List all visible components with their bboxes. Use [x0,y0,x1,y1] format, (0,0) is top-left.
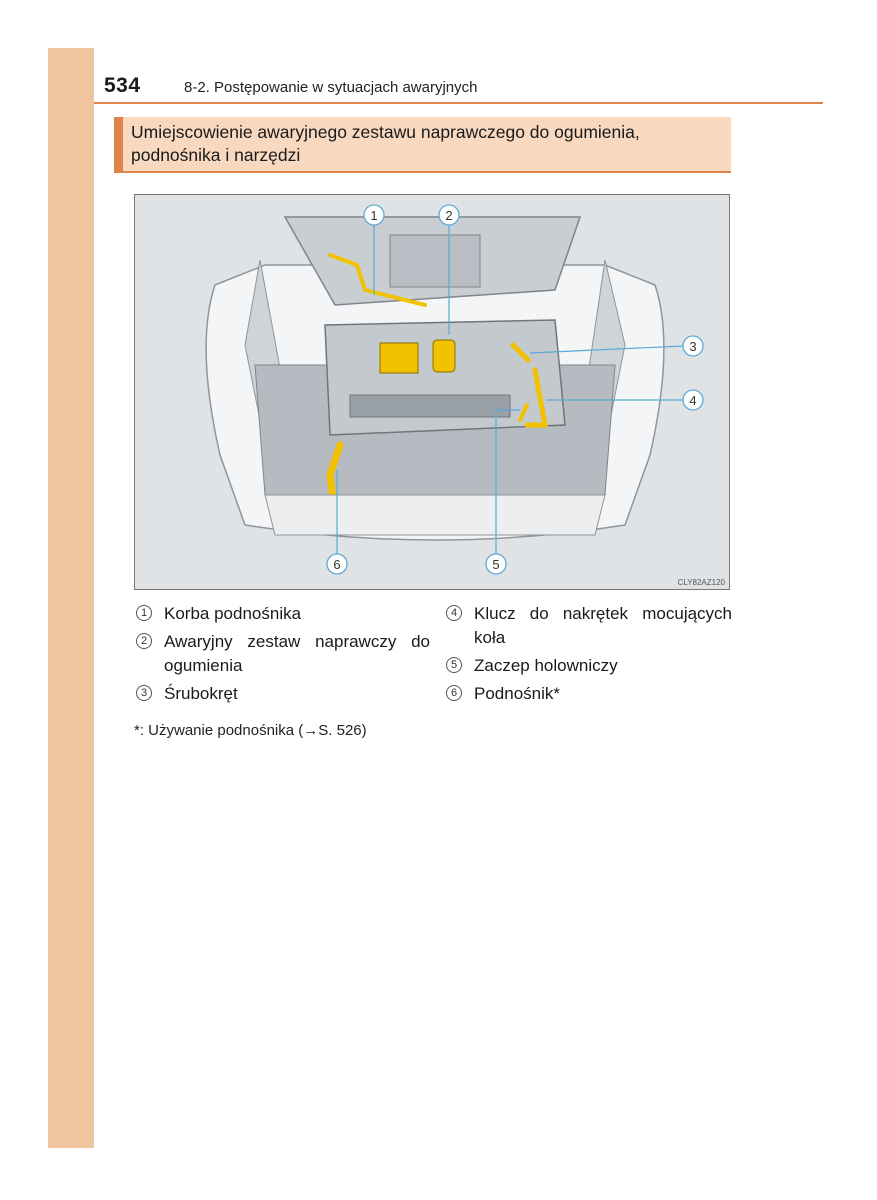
legend-number: 4 [446,605,462,621]
callout-4-label: 4 [689,393,696,408]
tool-tray [324,319,566,436]
jack-handle-tool [328,253,427,307]
legend-right-column: 4 Klucz do nakrętek mocujących koła 5 Za… [444,602,732,710]
side-tab-strip [48,48,94,1148]
legend-item: 4 Klucz do nakrętek mocujących koła [444,602,732,650]
lid-panel [389,234,481,288]
section-accent-bar [114,117,123,171]
legend-left-column: 1 Korba podnośnika 2 Awaryjny zestaw nap… [134,602,430,710]
legend-text: Klucz do nakrętek mocujących koła [474,604,732,647]
callout-2-label: 2 [445,208,452,223]
callout-markers: 1 2 3 4 5 6 [326,204,704,575]
header-rule [94,102,823,104]
section-title: Umiejscowienie awaryjnego zestawu napraw… [131,122,640,165]
callout-4 [682,389,704,411]
legend-item: 5 Zaczep holowniczy [444,654,732,678]
legend-item: 2 Awaryjny zestaw naprawczy do ogumienia [134,630,430,678]
legend-number: 5 [446,657,462,673]
legend-text: Śrubokręt [164,684,238,703]
rear-bumper [264,494,606,536]
running-header: 8-2. Postępowanie w sytuacjach awaryjnyc… [184,79,478,96]
legend-item: 3 Śrubokręt [134,682,430,706]
callout-3 [682,335,704,357]
legend-number: 3 [136,685,152,701]
screwdriver-tool [510,342,531,363]
legend-text: Zaczep holowniczy [474,656,618,675]
legend-text: Podnośnik* [474,684,561,703]
callout-6 [326,553,348,575]
page-number: 534 [104,74,141,97]
tray-slot [349,394,511,418]
callout-lines [336,223,684,555]
callout-6-label: 6 [333,557,340,572]
section-title-box: Umiejscowienie awaryjnego zestawu napraw… [114,117,731,173]
callout-5-label: 5 [492,557,499,572]
figure-code: CLY82AZ120 [677,578,725,587]
legend-text: Awaryjny zestaw naprawczy do ogumienia [164,632,430,675]
footnote: *: Używanie podnośnika (→S. 526) [134,722,367,739]
legend-item: 6 Podnośnik* [444,682,732,706]
legend-number: 1 [136,605,152,621]
legend-number: 2 [136,633,152,649]
trunk-illustration: 1 2 3 4 5 6 CLY82AZ120 [134,194,730,590]
wheel-wrench-tool [524,367,548,428]
callout-1-label: 1 [370,208,377,223]
callout-1 [363,204,385,226]
kit-bottle-tool [432,339,456,373]
tow-hook-tool [518,403,529,422]
callout-5 [485,553,507,575]
callout-2 [438,204,460,226]
callout-3-label: 3 [689,339,696,354]
repair-kit-tool [379,342,419,374]
legend-number: 6 [446,685,462,701]
legend-item: 1 Korba podnośnika [134,602,430,626]
trunk-drawing: 1 2 3 4 5 6 [205,204,704,575]
legend-text: Korba podnośnika [164,604,302,623]
